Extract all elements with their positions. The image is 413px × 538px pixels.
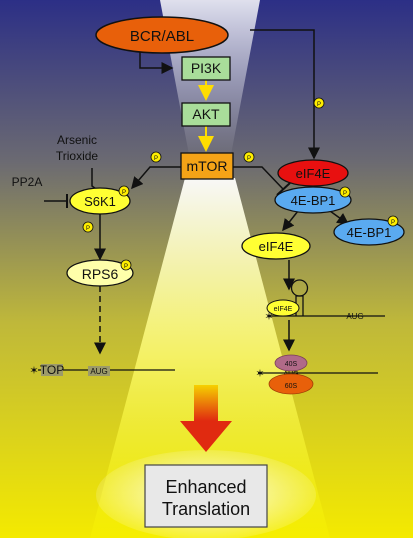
- pi3k-node: PI3K: [181, 56, 231, 81]
- mtor-label: mTOR: [187, 158, 228, 174]
- mtor-to-s6k1-arrow: [131, 166, 182, 190]
- bcr-to-eif4e-arrow: [250, 29, 320, 160]
- svg-text:P: P: [343, 191, 347, 197]
- akt-node: AKT: [181, 102, 231, 127]
- bp1-to-phos-arrow: [329, 210, 350, 225]
- pp2a-label: PP2A: [12, 175, 43, 189]
- aug-left-label: AUG: [90, 367, 107, 376]
- rps6-node: RPS6: [66, 259, 134, 287]
- bcr-abl-node: BCR/ABL: [95, 16, 229, 54]
- eif4e-red-node: eIF4E: [277, 159, 349, 187]
- pi3k-label: PI3K: [191, 60, 222, 76]
- hairpin-loop: [290, 279, 309, 297]
- phospho-mtor-right: P: [243, 151, 255, 163]
- four-e-bp1-phos-label: 4E-BP1: [347, 225, 392, 240]
- svg-text:P: P: [391, 220, 395, 226]
- phospho-s6k1-rps6: P: [82, 221, 94, 233]
- four-e-bp1-label: 4E-BP1: [291, 193, 336, 208]
- arsenic-label-line2: Trioxide: [56, 149, 99, 163]
- phospho-bcr-eif4e: P: [313, 97, 325, 109]
- phospho-rps6: P: [120, 259, 132, 271]
- mtor-node: mTOR: [180, 152, 234, 180]
- ribosome-60s: [268, 373, 314, 395]
- phospho-markers: P P P P P P P P: [82, 97, 399, 271]
- svg-text:P: P: [317, 102, 321, 108]
- s6k1-node: S6K1: [69, 187, 131, 215]
- four-e-bp1-phos-node: 4E-BP1: [333, 218, 405, 246]
- svg-text:P: P: [86, 226, 90, 232]
- ribosome-60s-label: 60S: [285, 383, 298, 390]
- aug-right-top-label: AUG: [346, 312, 363, 321]
- svg-text:P: P: [154, 156, 158, 162]
- phospho-s6k1: P: [118, 185, 130, 197]
- eif4e-yellow-node: eIF4E: [241, 232, 311, 260]
- rps6-label: RPS6: [82, 266, 119, 282]
- eif4e-small-label: eIF4E: [274, 306, 293, 313]
- mrna-hairpin-complex: eIF4E ✶ AUG: [264, 279, 385, 323]
- ribosome-complex: ✶ 40S AUG 60S: [255, 354, 378, 395]
- phospho-4ebp1: P: [339, 186, 351, 198]
- enhanced-translation-box: Enhanced Translation: [144, 464, 268, 528]
- s6k1-label: S6K1: [84, 194, 116, 209]
- cap-star-icon-left: ✶: [29, 365, 38, 377]
- top-label: TOP: [40, 363, 64, 377]
- eif4e-yellow-label: eIF4E: [259, 239, 294, 254]
- output-arrow: [180, 385, 232, 452]
- eif4e-small-node: eIF4E: [266, 299, 300, 317]
- svg-text:P: P: [124, 264, 128, 270]
- bp1-to-eif4e-arrow: [282, 210, 299, 232]
- bcr-abl-label: BCR/ABL: [130, 28, 194, 45]
- arsenic-label-line1: Arsenic: [57, 133, 97, 147]
- light-beam: [90, 178, 330, 538]
- phospho-mtor-left: P: [150, 151, 162, 163]
- output-label-line1: Enhanced: [165, 477, 246, 497]
- cap-star-icon: ✶: [264, 311, 273, 323]
- svg-text:P: P: [122, 190, 126, 196]
- svg-text:P: P: [247, 156, 251, 162]
- phospho-4ebp1-phos: P: [387, 215, 399, 227]
- mtor-inhibits-4ebp1: [232, 166, 284, 190]
- ribosome-40s-label: 40S: [285, 361, 298, 368]
- top-mrna: ✶ TOP AUG: [29, 363, 175, 377]
- four-e-bp1-node: 4E-BP1: [274, 186, 352, 214]
- akt-label: AKT: [192, 106, 220, 122]
- eif4e-red-label: eIF4E: [296, 166, 331, 181]
- output-label-line2: Translation: [162, 499, 250, 519]
- inhibit-bar-4ebp1: [276, 182, 291, 196]
- ribosome-40s: [274, 354, 308, 372]
- cap-star-icon-ribosome: ✶: [255, 368, 264, 380]
